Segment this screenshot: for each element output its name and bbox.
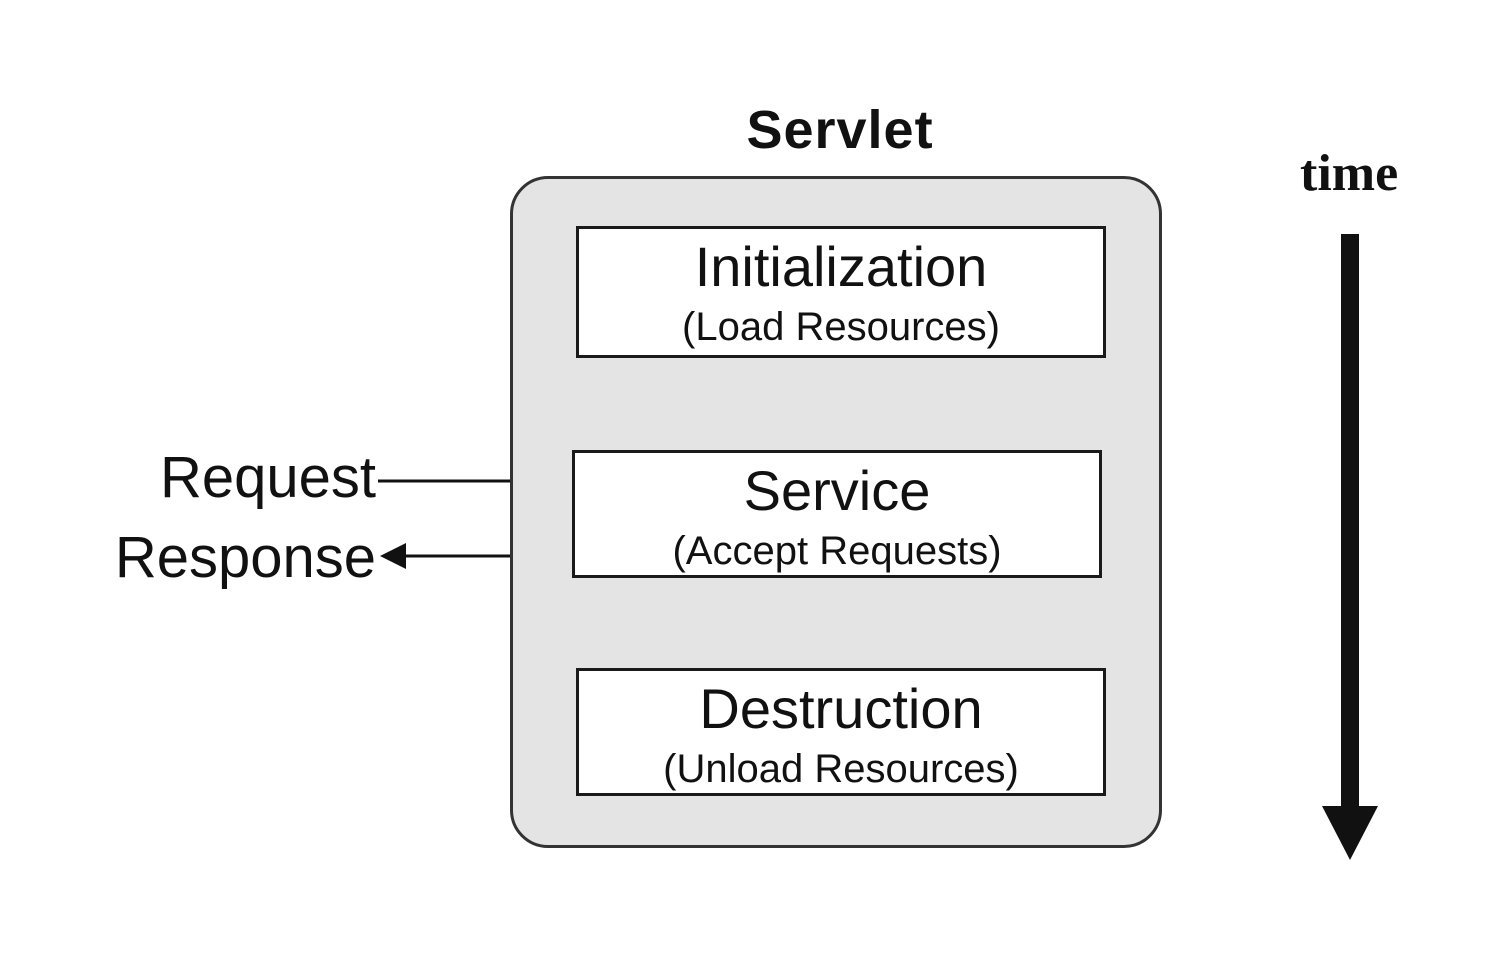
time-label: time: [1300, 145, 1399, 202]
stage-service: Service (Accept Requests): [572, 450, 1102, 578]
stage-name: Destruction: [699, 677, 983, 740]
stage-description: (Load Resources): [682, 305, 1000, 349]
stage-name: Initialization: [694, 235, 988, 298]
request-label: Request: [159, 445, 376, 510]
stage-initialization: Initialization (Load Resources): [576, 226, 1106, 358]
stage-destruction: Destruction (Unload Resources): [576, 668, 1106, 796]
diagram-title: Servlet: [746, 100, 934, 160]
stage-name: Service: [743, 459, 931, 522]
response-label: Response: [114, 525, 376, 590]
stage-description: (Unload Resources): [663, 747, 1019, 791]
response-arrow-head: [380, 543, 406, 569]
time-arrow-head: [1322, 806, 1378, 860]
stage-description: (Accept Requests): [672, 529, 1002, 573]
